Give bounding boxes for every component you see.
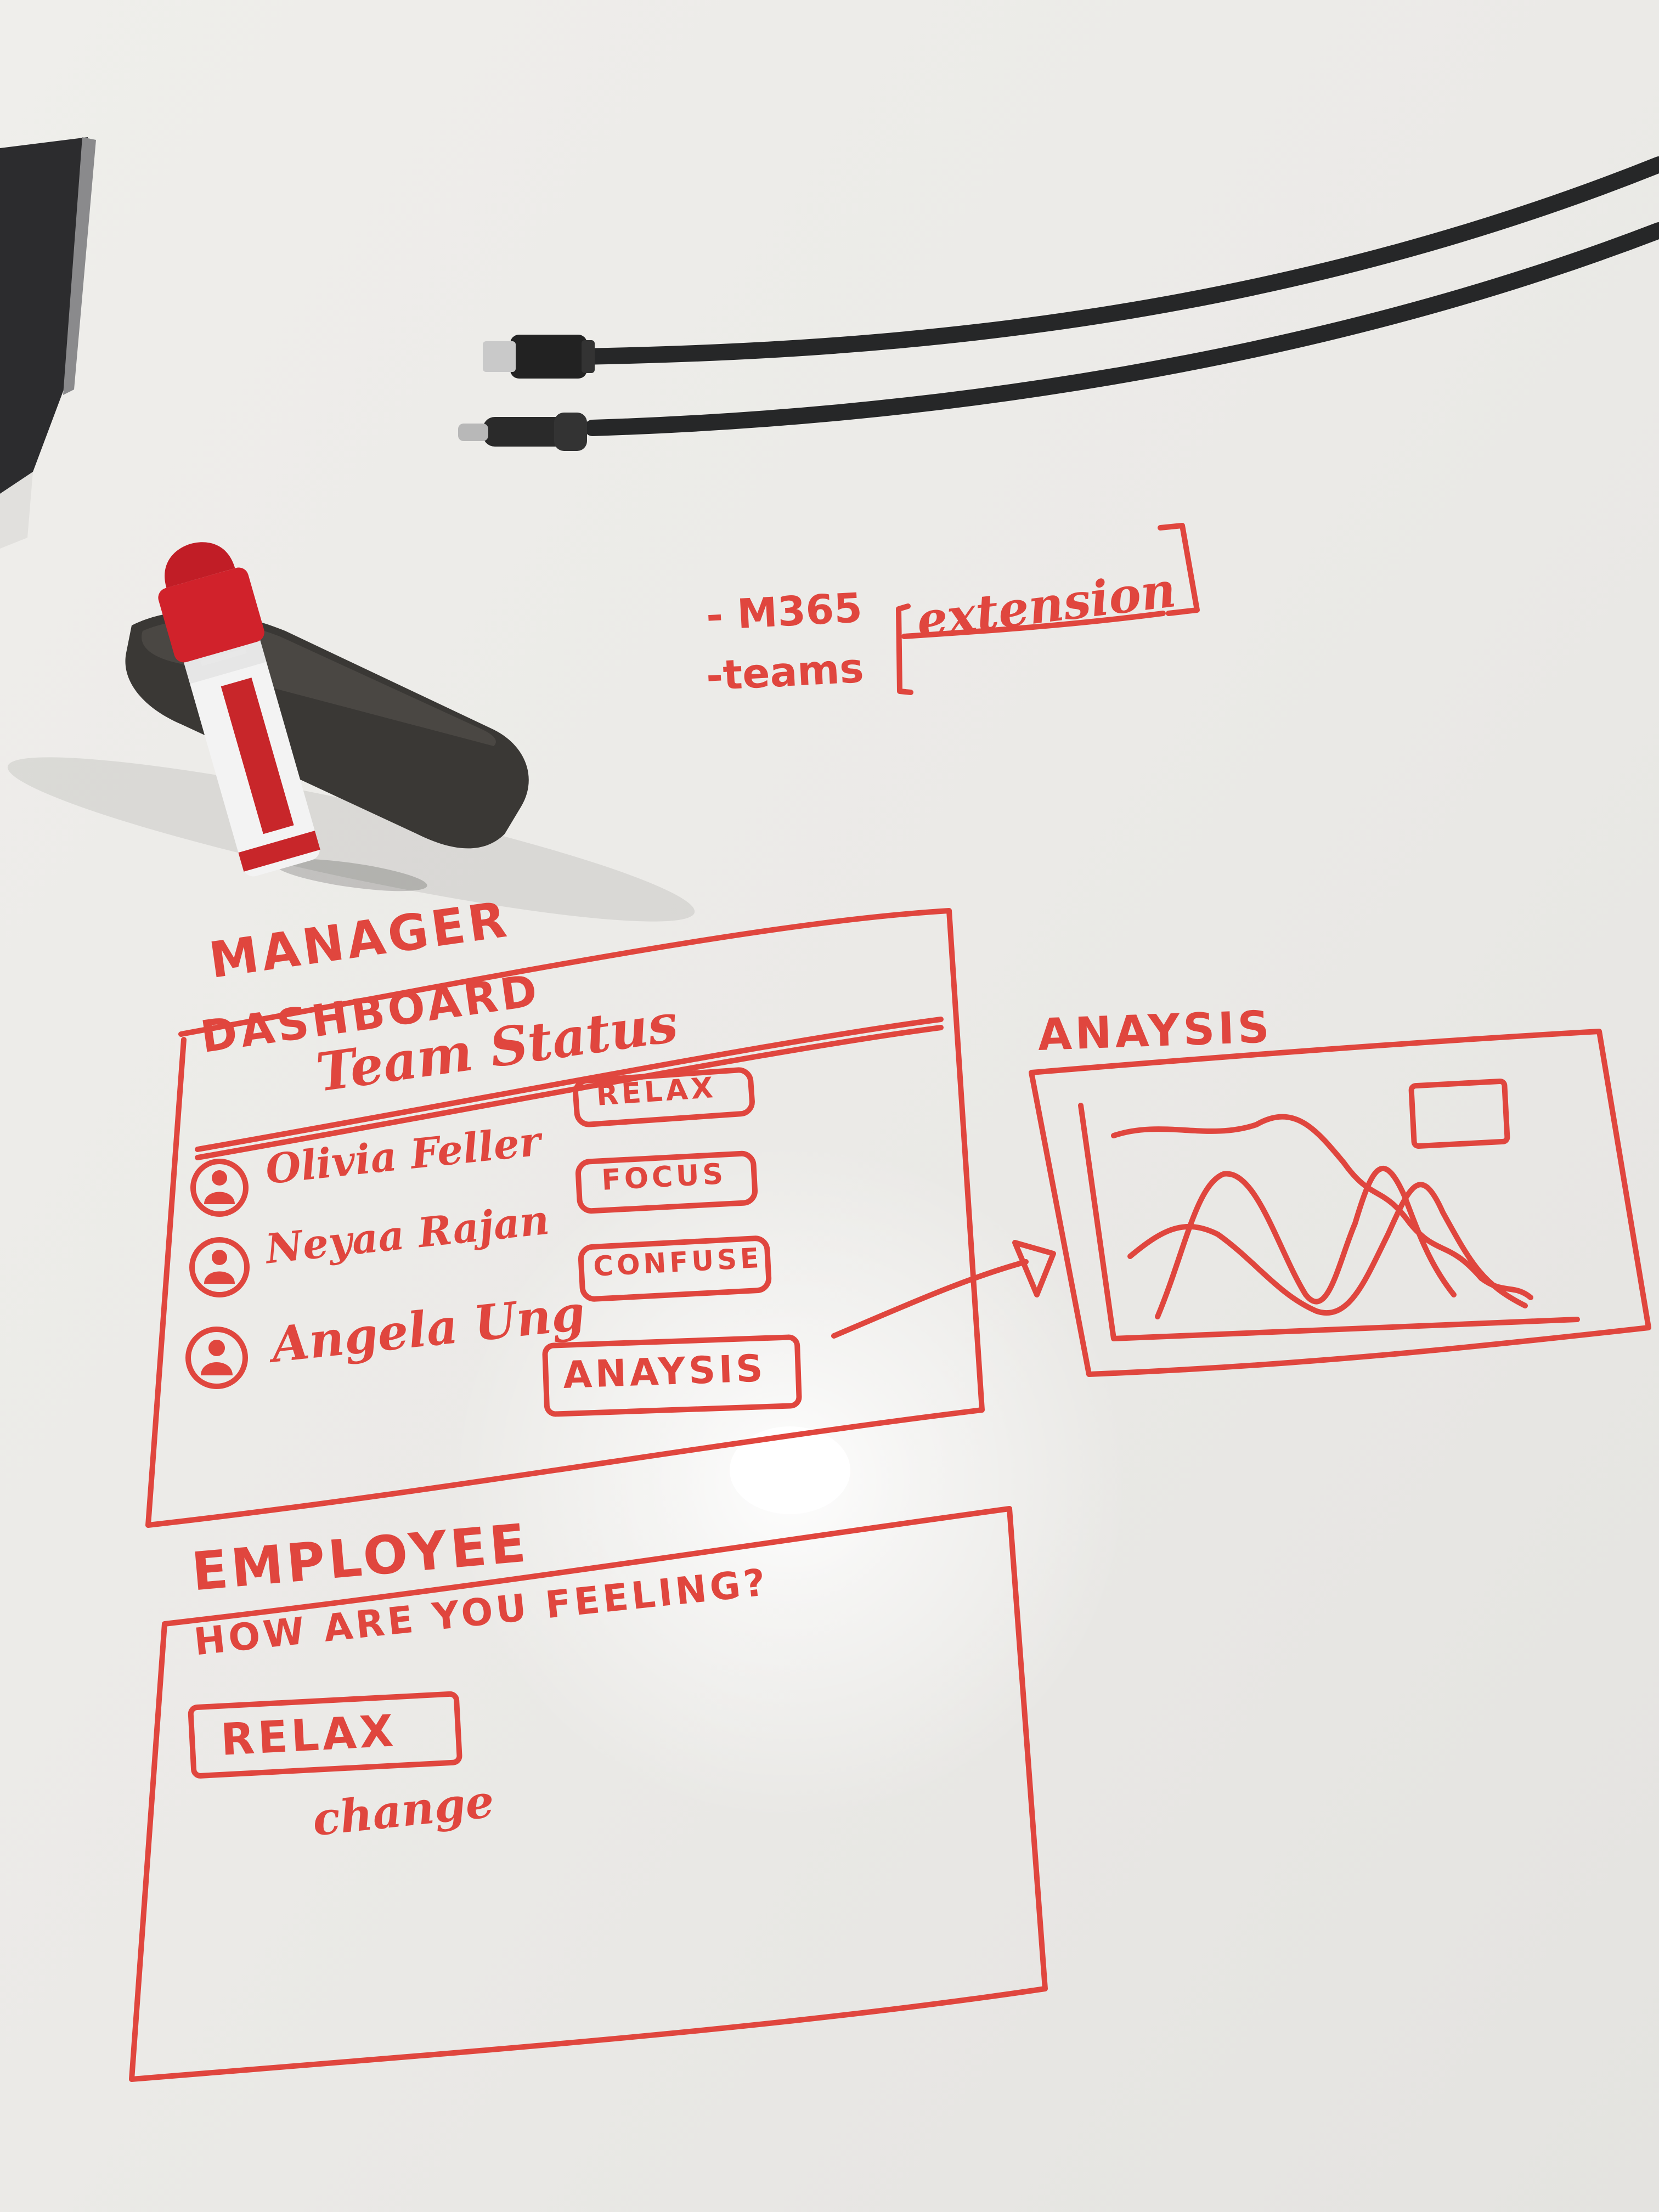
status-pill-focus[interactable]: FOCUS [601,1158,727,1197]
chart-line-3 [1127,1182,1528,1316]
hdmi-connector [483,335,595,379]
avatar-1 [204,1170,235,1204]
employee-frame [129,1506,1048,2082]
extension-bracket [896,603,913,695]
ink-drawings [129,523,1651,2082]
arrow-head [1012,1240,1056,1297]
employee-status-outline [188,1691,462,1779]
status-pill-outline-3 [578,1235,772,1302]
analysis-button-outline [542,1334,802,1417]
status-pill-outline-1 [573,1067,755,1127]
avatar-glyphs [201,1170,235,1375]
arrow-line [831,1259,1029,1339]
chart-axes [1078,1103,1580,1341]
analysis-button[interactable]: ANAYSIS [562,1347,767,1397]
usb-c-connector [458,413,587,451]
light-hotspot [730,1426,850,1514]
avatar-circles [185,1159,250,1389]
status-pill-outline-2 [575,1150,758,1214]
team-status-divider [195,1017,944,1152]
avatar-3 [201,1340,233,1375]
employee-status-button[interactable]: RELAX [219,1705,398,1765]
chart-menu-widget [1408,1079,1510,1149]
red-marker [158,542,427,891]
note-teams: -teams [705,644,865,700]
extension-underline [901,611,1166,639]
analysis-frame [1029,1029,1651,1377]
avatar-2 [204,1250,235,1284]
cables [573,156,1659,436]
manager-frame [145,908,985,1528]
extension-bracket-close [1158,523,1200,616]
note-m365: - M365 [705,584,864,640]
team-status-divider-2 [195,1025,944,1160]
analysis-panel-title: ANAYSIS [1037,1001,1274,1060]
laptop-edge [0,137,96,549]
